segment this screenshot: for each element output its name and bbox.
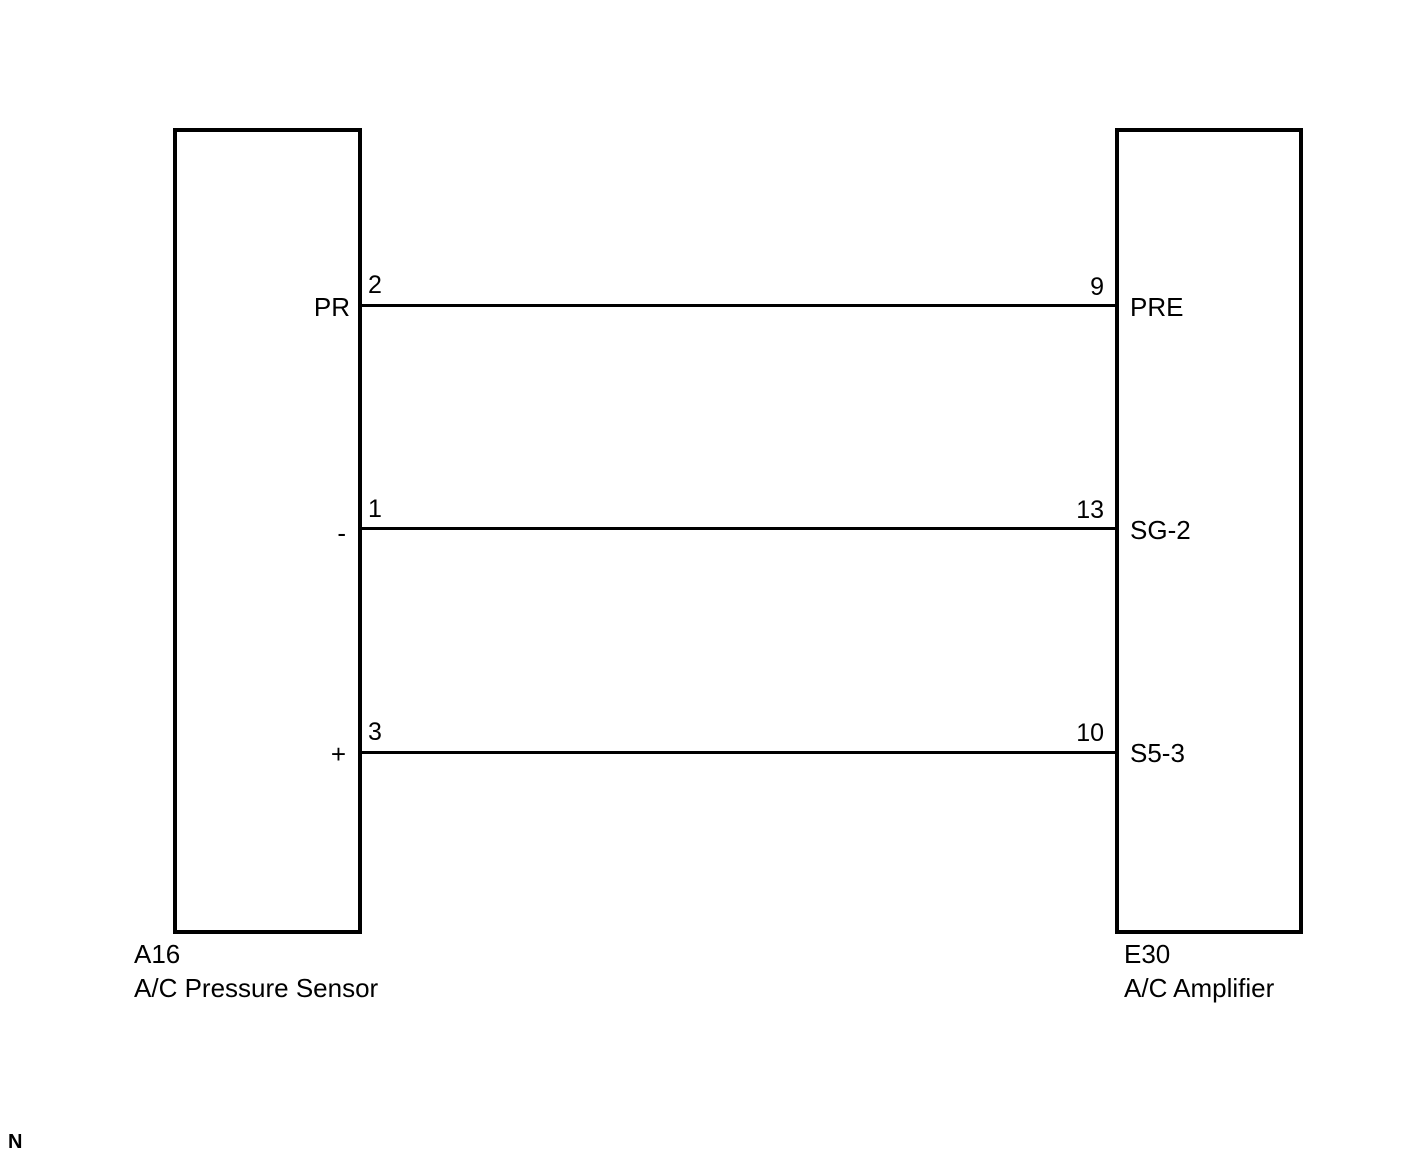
- e30-amplifier-box: [1115, 128, 1303, 934]
- wire-pr-pre: [360, 304, 1117, 307]
- wire-minus-sg2: [360, 527, 1117, 530]
- right-signal-s53: S5-3: [1130, 738, 1185, 768]
- left-signal-plus: +: [330, 739, 346, 769]
- e30-id: E30: [1124, 939, 1171, 969]
- e30-label: E30 A/C Amplifier: [1124, 937, 1274, 1005]
- e30-name: A/C Amplifier: [1124, 973, 1275, 1003]
- left-signal-minus: -: [337, 518, 346, 548]
- a16-name: A/C Pressure Sensor: [134, 973, 379, 1003]
- a16-label: A16 A/C Pressure Sensor: [134, 937, 378, 1005]
- corner-mark: N: [8, 1131, 23, 1153]
- right-signal-sg2: SG-2: [1130, 515, 1191, 545]
- left-signal-pr: PR: [313, 292, 350, 322]
- wire-plus-s53: [360, 751, 1117, 754]
- left-pin-1: 1: [368, 495, 382, 523]
- left-pin-3: 3: [368, 718, 382, 746]
- right-pin-10: 10: [1076, 719, 1104, 747]
- a16-id: A16: [134, 939, 181, 969]
- right-signal-pre: PRE: [1130, 292, 1184, 322]
- left-pin-2: 2: [368, 271, 382, 299]
- a16-sensor-box: [173, 128, 362, 934]
- right-pin-13: 13: [1076, 496, 1104, 524]
- right-pin-9: 9: [1090, 273, 1104, 301]
